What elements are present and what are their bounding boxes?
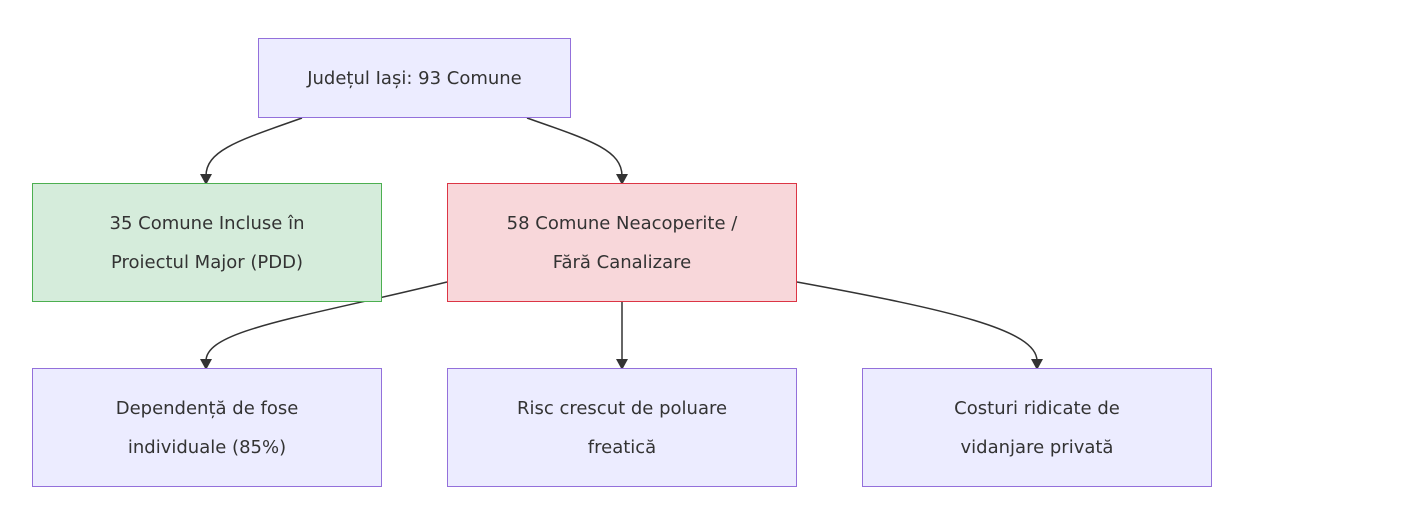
node-risk-label-line-2: freatică [587,436,657,458]
node-dependency-label-line-2: individuale (85%) [127,436,287,458]
edge-root-to-uncovered [526,117,623,177]
arrowhead-costs [1031,359,1043,370]
node-dependency-label-line-1: Dependență de fose [115,397,299,419]
edge-uncovered-to-costs [796,281,1038,362]
node-septic-dependency: Dependență de fose individuale (85%) [32,368,382,487]
node-uncovered-label-line-2: Fără Canalizare [552,251,692,273]
node-uncovered-label-line-1: 58 Comune Neacoperite / [506,212,738,234]
arrowhead-dependency [200,359,212,370]
node-high-costs: Costuri ridicate de vidanjare privată [862,368,1212,487]
node-root-label-line-1: Județul Iași: 93 Comune [307,67,522,89]
edge-root-to-included [205,117,303,177]
arrowhead-included [200,174,212,185]
node-included-label-line-2: Proiectul Major (PDD) [110,251,304,273]
node-costs-label-line-2: vidanjare privată [960,436,1114,458]
node-uncovered-communes: 58 Comune Neacoperite / Fără Canalizare [447,183,797,302]
node-included-communes: 35 Comune Incluse în Proiectul Major (PD… [32,183,382,302]
node-root-county: Județul Iași: 93 Comune [258,38,571,118]
node-pollution-risk: Risc crescut de poluare freatică [447,368,797,487]
edge-uncovered-to-dependency [205,281,448,362]
node-costs-label-line-1: Costuri ridicate de [954,397,1120,419]
arrowhead-uncovered [616,174,628,185]
node-included-label-line-1: 35 Comune Incluse în [109,212,305,234]
node-risk-label-line-1: Risc crescut de poluare [516,397,728,419]
arrowhead-risk [616,359,628,370]
